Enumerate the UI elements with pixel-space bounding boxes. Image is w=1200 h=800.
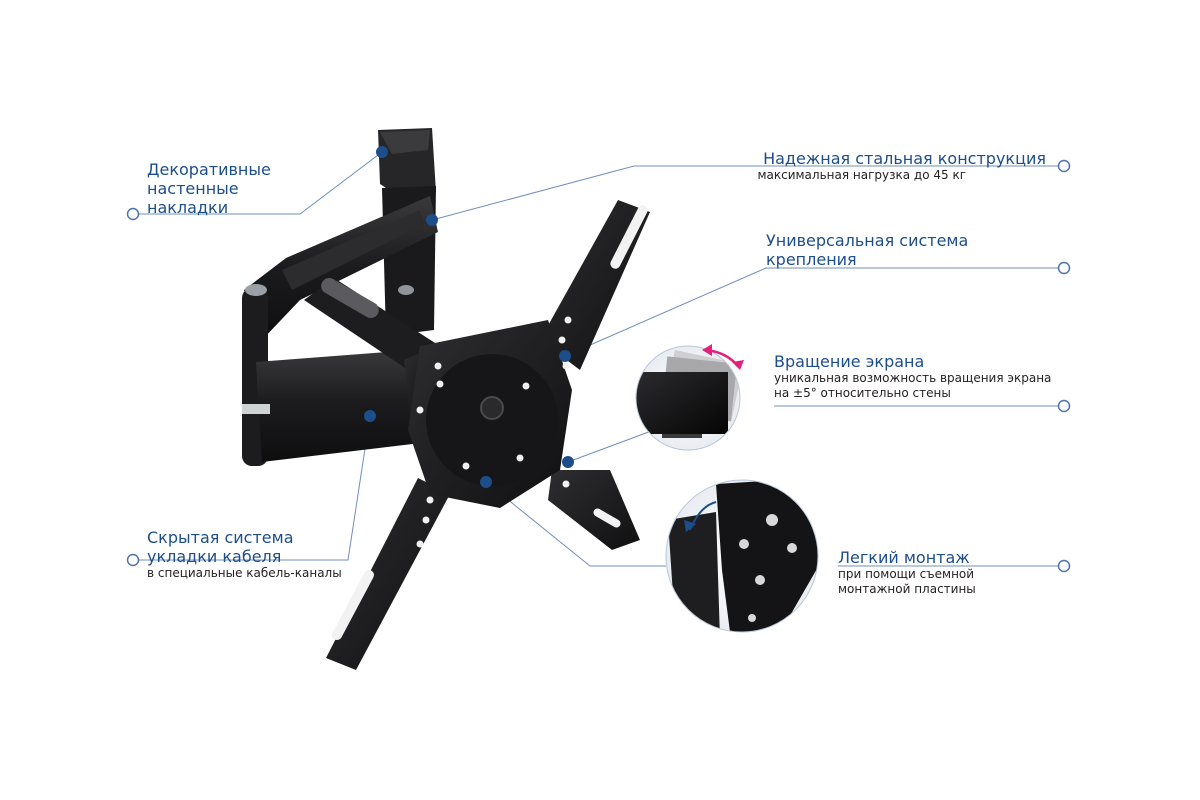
vesa-slots bbox=[332, 205, 648, 641]
mount-hole bbox=[787, 543, 797, 553]
mount-rail-closeup bbox=[668, 512, 720, 632]
mount-plate-closeup bbox=[716, 480, 818, 632]
callout-steel-construction: Надежная стальная конструкция максимальн… bbox=[704, 149, 1046, 183]
mount-hole bbox=[748, 614, 756, 622]
tilt-slot bbox=[321, 278, 379, 318]
leader-line-universal bbox=[564, 267, 1064, 357]
callout-screen-rotation: Вращение экрана уникальная возможность в… bbox=[774, 352, 1051, 401]
callout-cable-subtitle: в специальные кабель-каналы bbox=[147, 566, 342, 580]
callout-cable-title-line-1: Скрытая система bbox=[147, 528, 294, 547]
callout-cable-title-line-2: укладки кабеля bbox=[147, 547, 282, 566]
hole bbox=[564, 316, 572, 324]
hinge-pin-top bbox=[245, 284, 267, 296]
zoom-rotation-ring bbox=[635, 345, 741, 451]
marker-circle-decor bbox=[126, 207, 140, 221]
hole bbox=[436, 380, 444, 388]
marker-circle-rotate bbox=[1057, 399, 1071, 413]
callout-mount-subtitle-line-2: монтажной пластины bbox=[838, 582, 976, 596]
hole bbox=[416, 406, 424, 414]
feature-dot-universal bbox=[559, 350, 571, 362]
tv-stand bbox=[662, 434, 702, 438]
vesa-arm-lower-left bbox=[326, 478, 450, 670]
mount-hole bbox=[739, 539, 749, 549]
hole bbox=[462, 462, 470, 470]
leader-line-rotate-link bbox=[567, 429, 655, 463]
end-markers bbox=[126, 159, 1071, 573]
callout-universal-mounting: Универсальная система крепления bbox=[766, 231, 968, 269]
callout-steel-title: Надежная стальная конструкция bbox=[763, 149, 1046, 168]
hole bbox=[562, 480, 570, 488]
leader-line-steel bbox=[431, 165, 1064, 221]
hole bbox=[516, 454, 524, 462]
hinge-pin-bottom bbox=[398, 285, 414, 295]
callout-decor-title-line-3: накладки bbox=[147, 198, 229, 217]
rotate-arrow-head-end bbox=[732, 360, 744, 370]
callout-hidden-cable: Скрытая система укладки кабеля в специал… bbox=[147, 528, 342, 581]
upper-arm-texture bbox=[282, 210, 424, 290]
hole bbox=[434, 362, 442, 370]
leader-line-cable bbox=[133, 415, 371, 561]
zoom-rotation bbox=[635, 344, 744, 451]
vesa-center-bolt bbox=[480, 396, 504, 420]
slot-upper-right bbox=[610, 205, 648, 269]
feature-dots bbox=[364, 146, 574, 488]
zoom-mount bbox=[665, 479, 819, 633]
slot-lower-right bbox=[593, 508, 621, 528]
wall-bracket bbox=[242, 128, 650, 670]
hole bbox=[562, 362, 570, 370]
wall-cap-top-face bbox=[380, 130, 430, 154]
callout-steel-subtitle: максимальная нагрузка до 45 кг bbox=[757, 168, 966, 182]
hinge-band bbox=[242, 404, 270, 414]
hole bbox=[426, 496, 434, 504]
hole bbox=[558, 336, 566, 344]
feature-dot-steel bbox=[426, 214, 438, 226]
callout-rotate-title: Вращение экрана bbox=[774, 352, 925, 371]
callout-rotate-subtitle-line-2: на ±5° относительно стены bbox=[774, 386, 951, 400]
marker-circle-cable bbox=[126, 553, 140, 567]
callout-decorative-covers: Декоративные настенные накладки bbox=[147, 160, 271, 217]
leader-line-mount-link bbox=[485, 481, 666, 567]
callout-easy-mount: Легкий монтаж при помощи съемной монтажн… bbox=[838, 548, 976, 597]
vesa-holes bbox=[416, 316, 572, 548]
feature-dot-mount bbox=[480, 476, 492, 488]
callout-mount-subtitle-line-1: при помощи съемной bbox=[838, 567, 975, 581]
marker-circle-universal bbox=[1057, 261, 1071, 275]
tv-screen bbox=[636, 372, 728, 434]
hole bbox=[522, 382, 530, 390]
slot-lower-left bbox=[332, 569, 374, 641]
lower-arm bbox=[256, 348, 446, 462]
callout-decor-title-line-1: Декоративные bbox=[147, 160, 271, 179]
hole bbox=[422, 516, 430, 524]
leader-lines bbox=[133, 151, 1064, 567]
mount-arrow-head bbox=[684, 520, 696, 532]
mount-hole bbox=[766, 514, 778, 526]
rotate-arrow-head-start bbox=[702, 344, 712, 356]
callout-decor-title-line-2: настенные bbox=[147, 179, 239, 198]
callout-universal-title-line-1: Универсальная система bbox=[766, 231, 969, 250]
tilt-bracket bbox=[304, 278, 446, 382]
zoom-mount-ring bbox=[665, 479, 819, 633]
vesa-arm-lower-right bbox=[548, 470, 640, 550]
leader-line-decor bbox=[133, 151, 383, 215]
callout-universal-title-line-2: крепления bbox=[766, 250, 857, 269]
callout-rotate-subtitle-line-1: уникальная возможность вращения экрана bbox=[774, 371, 1052, 385]
callout-mount-title: Легкий монтаж bbox=[838, 548, 970, 567]
mount-hole bbox=[755, 575, 765, 585]
feature-dot-rotate bbox=[562, 456, 574, 468]
marker-circle-steel bbox=[1057, 159, 1071, 173]
feature-dot-decor bbox=[376, 146, 388, 158]
marker-circle-mount bbox=[1057, 559, 1071, 573]
feature-dot-cable bbox=[364, 410, 376, 422]
hole bbox=[416, 540, 424, 548]
